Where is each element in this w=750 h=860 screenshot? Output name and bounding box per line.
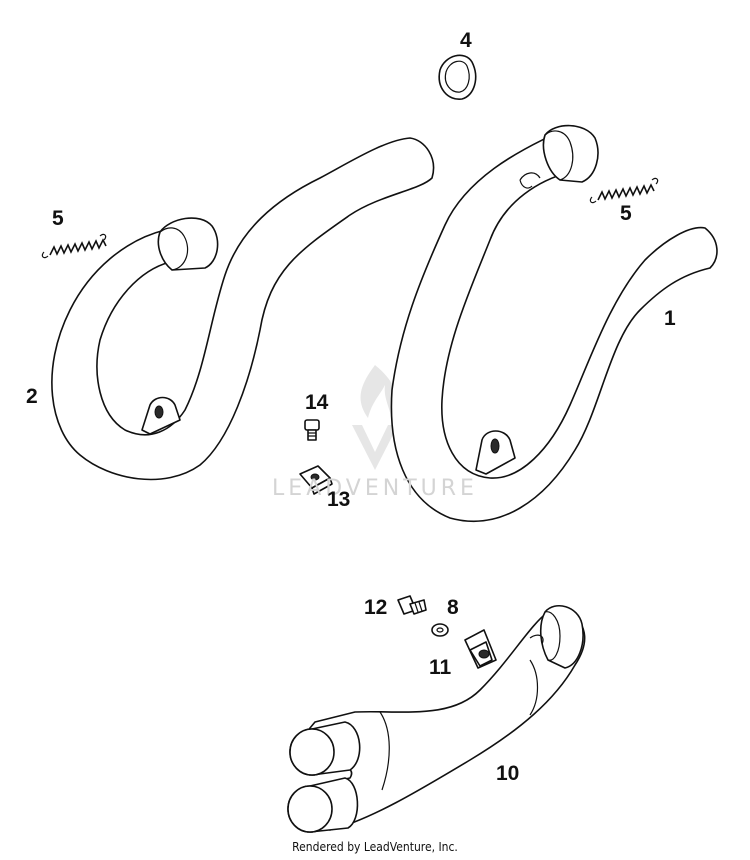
washer-part-8 — [431, 623, 449, 637]
leadventure-logo-watermark — [352, 365, 399, 470]
callout-8: 8 — [447, 596, 459, 619]
spring-part-5-right — [589, 177, 659, 204]
callout-1: 1 — [664, 307, 676, 330]
bolt-part-12 — [397, 595, 427, 615]
callout-13: 13 — [327, 488, 351, 511]
callout-4: 4 — [460, 29, 472, 52]
y-pipe-part-10 — [287, 604, 586, 833]
callout-10: 10 — [496, 762, 520, 785]
bolt-part-14 — [304, 419, 320, 441]
callout-11: 11 — [429, 656, 452, 679]
callout-5-right: 5 — [620, 202, 632, 225]
header-pipe-part-1 — [390, 124, 718, 523]
header-pipe-part-2 — [51, 137, 435, 481]
spring-part-5-left — [41, 233, 107, 259]
callout-12: 12 — [364, 596, 388, 619]
watermark-text: LEADVENTURE — [272, 476, 478, 501]
render-credit: Rendered by LeadVenture, Inc. — [292, 840, 458, 854]
clip-nut-part-11 — [464, 629, 497, 669]
callout-14: 14 — [305, 391, 329, 414]
callout-2: 2 — [26, 385, 38, 408]
gasket-part-4 — [438, 54, 477, 100]
callout-5-left: 5 — [52, 207, 64, 230]
clip-nut-part-13 — [299, 465, 333, 495]
